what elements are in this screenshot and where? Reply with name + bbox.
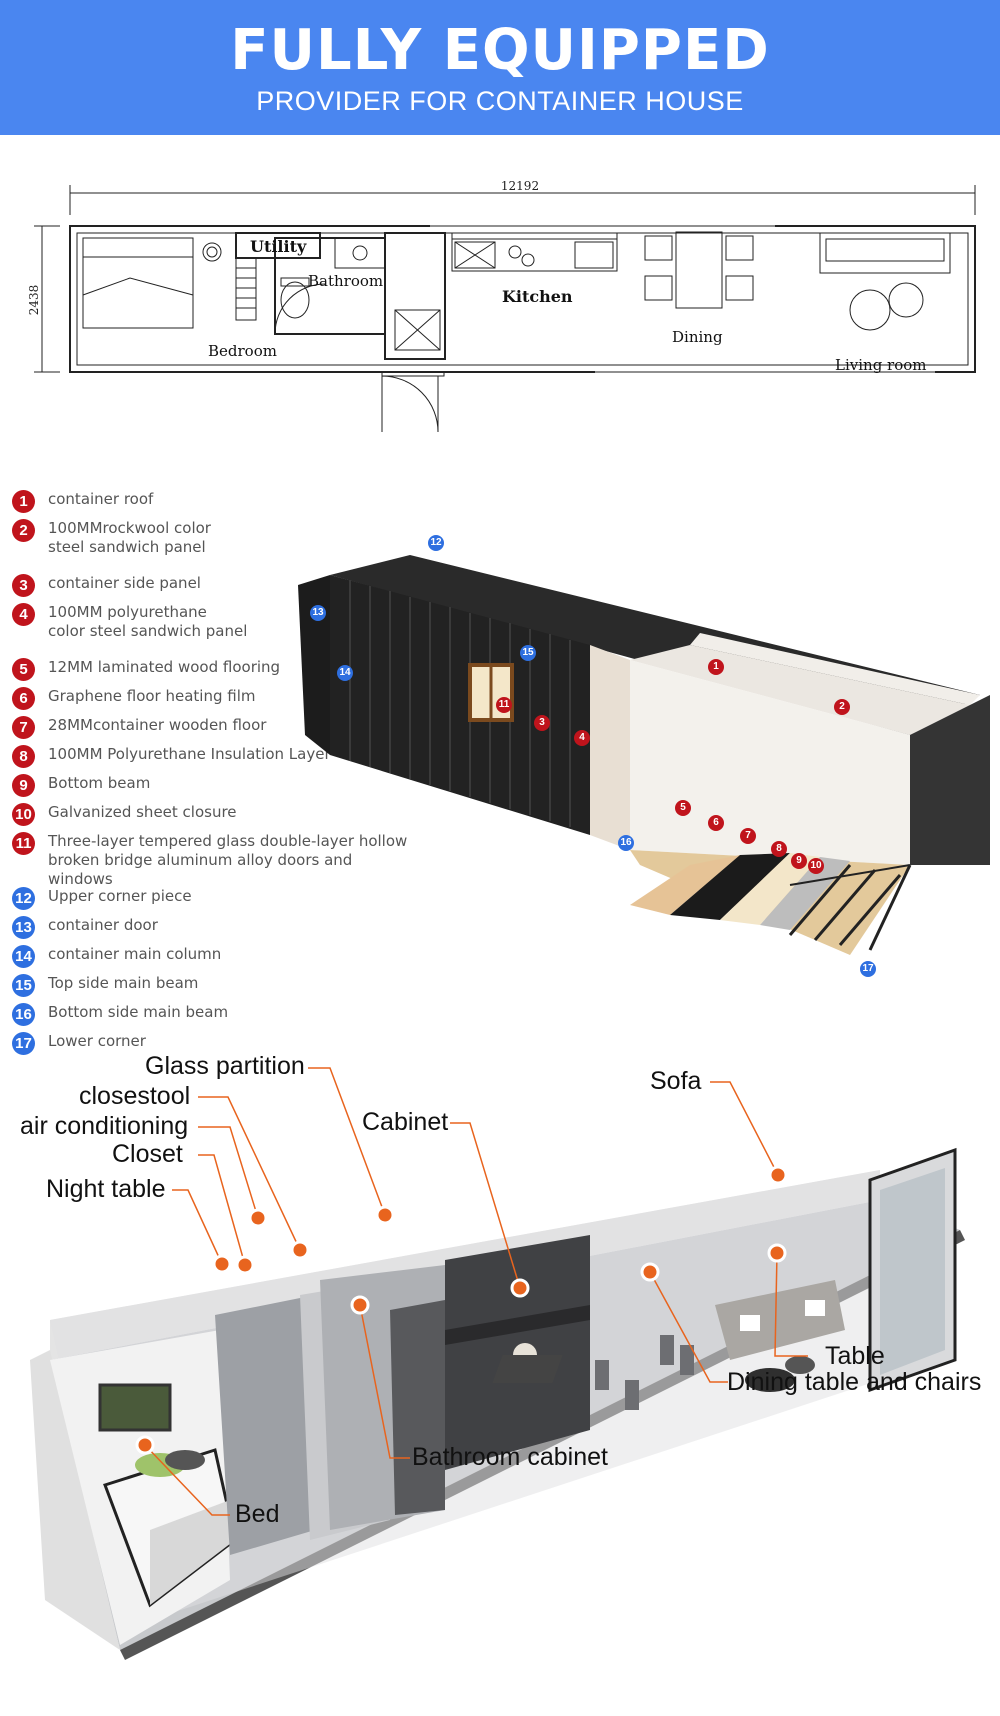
legend-number: 2 — [12, 519, 35, 542]
header-banner: FULLY EQUIPPED PROVIDER FOR CONTAINER HO… — [0, 0, 1000, 135]
legend-text: Bottom beam — [48, 774, 151, 792]
legend-number: 17 — [12, 1032, 35, 1055]
legend-text: Graphene floor heating film — [48, 687, 256, 705]
legend-item: 16 Bottom side main beam — [12, 1003, 228, 1026]
label-night-table: Night table — [46, 1175, 166, 1203]
legend-text: 100MM Polyurethane Insulation Layer — [48, 745, 331, 763]
legend-number: 10 — [12, 803, 35, 826]
legend-item: 2 100MMrockwool color steel sandwich pane… — [12, 519, 211, 557]
legend-number: 8 — [12, 745, 35, 768]
legend-number: 11 — [12, 832, 35, 855]
legend-item: 15 Top side main beam — [12, 974, 198, 997]
label-sofa: Sofa — [650, 1067, 702, 1095]
room-kitchen: Kitchen — [502, 287, 573, 306]
container-cutaway-illustration — [298, 555, 990, 955]
legend-text: container door — [48, 916, 158, 934]
legend-text: Bottom side main beam — [48, 1003, 229, 1021]
legend-text: container side panel — [48, 574, 201, 592]
label-table: Table — [825, 1342, 885, 1370]
legend-number: 4 — [12, 603, 35, 626]
legend-text: Top side main beam — [48, 974, 199, 992]
legend-number: 12 — [12, 887, 35, 910]
legend-item: 12 Upper corner piece — [12, 887, 192, 910]
dim-width: 12192 — [501, 179, 539, 193]
legend-item: 17 Lower corner — [12, 1032, 146, 1055]
legend-item: 10 Galvanized sheet closure — [12, 803, 237, 826]
legend-text: container main column — [48, 945, 222, 963]
room-bedroom: Bedroom — [208, 342, 277, 360]
legend-number: 14 — [12, 945, 35, 968]
legend-text: 12MM laminated wood flooring — [48, 658, 281, 676]
legend-number: 6 — [12, 687, 35, 710]
legend-text: 28MMcontainer wooden floor — [48, 716, 267, 734]
legend-text: container roof — [48, 490, 154, 508]
legend-number: 7 — [12, 716, 35, 739]
legend-text: Upper corner piece — [48, 887, 192, 905]
legend-item: 11 Three-layer tempered glass double-laye… — [12, 832, 412, 889]
legend-number: 3 — [12, 574, 35, 597]
legend-number: 9 — [12, 774, 35, 797]
legend-text: 100MM polyurethane color steel sandwich … — [48, 603, 248, 640]
label-bathroom-cabinet: Bathroom cabinet — [412, 1443, 608, 1471]
dim-height: 2438 — [27, 285, 41, 316]
room-living: Living room — [835, 356, 927, 374]
legend-item: 9 Bottom beam — [12, 774, 150, 797]
legend-item: 4 100MM polyurethane color steel sandwich… — [12, 603, 247, 641]
label-bed: Bed — [235, 1500, 280, 1528]
legend-item: 14 container main column — [12, 945, 221, 968]
label-closet: Closet — [112, 1140, 183, 1168]
label-cabinet: Cabinet — [362, 1108, 449, 1136]
legend-text: 100MMrockwool color steel sandwich panel — [48, 519, 211, 556]
legend-number: 13 — [12, 916, 35, 939]
banner-title: FULLY EQUIPPED — [230, 18, 770, 83]
room-dining: Dining — [672, 328, 723, 346]
legend-item: 5 12MM laminated wood flooring — [12, 658, 280, 681]
legend-item: 1 container roof — [12, 490, 153, 513]
legend-item: 6 Graphene floor heating film — [12, 687, 255, 710]
legend-text: Lower corner — [48, 1032, 146, 1050]
label-air-conditioning: air conditioning — [20, 1112, 189, 1140]
banner-subtitle: PROVIDER FOR CONTAINER HOUSE — [256, 86, 744, 116]
legend-item: 13 container door — [12, 916, 158, 939]
label-dining-table-chairs: Dining table and chairs — [727, 1368, 982, 1396]
legend-number: 5 — [12, 658, 35, 681]
legend-item: 8 100MM Polyurethane Insulation Layer — [12, 745, 331, 768]
legend-text: Three-layer tempered glass double-layer … — [48, 832, 408, 888]
room-bathroom: Bathroom — [308, 272, 383, 290]
label-glass-partition: Glass partition — [145, 1052, 305, 1080]
interior-render — [30, 1067, 965, 1660]
legend-number: 1 — [12, 490, 35, 513]
legend-item: 3 container side panel — [12, 574, 201, 597]
room-utility: Utility — [250, 237, 307, 256]
legend-text: Galvanized sheet closure — [48, 803, 237, 821]
legend-number: 15 — [12, 974, 35, 997]
label-closestool: closestool — [79, 1082, 191, 1110]
floor-plan: 12192 2438 Utility Bathroom Kitchen Bedr… — [27, 179, 976, 433]
legend-item: 7 28MMcontainer wooden floor — [12, 716, 266, 739]
legend-number: 16 — [12, 1003, 35, 1026]
